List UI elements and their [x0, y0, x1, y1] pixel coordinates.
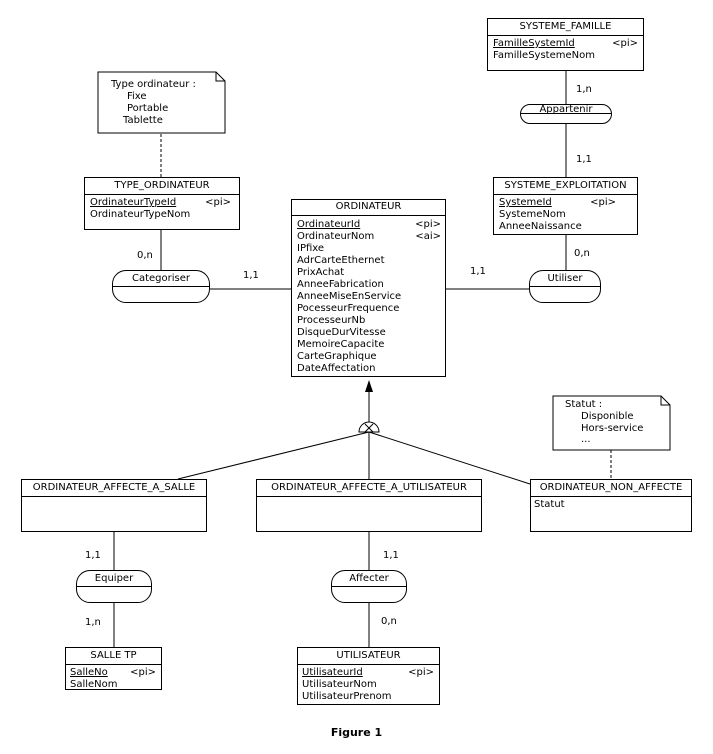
attribute: AnneeFabrication	[297, 279, 384, 290]
relation-label: Equiper	[77, 571, 151, 587]
attribute: AdrCarteEthernet	[297, 255, 385, 266]
entity-title: UTILISATEUR	[298, 648, 439, 665]
inheritance-link-salle	[177, 431, 370, 480]
attribute-primary-key: OrdinateurId	[297, 219, 361, 230]
cardinality-label: 1,n	[576, 84, 592, 95]
figure-caption: Figure 1	[330, 726, 383, 739]
cardinality-label: 1,1	[243, 270, 259, 281]
entity-ordinateur[interactable]: ORDINATEUR OrdinateurId <pi> OrdinateurNo…	[291, 199, 446, 377]
cardinality-label: 1,n	[85, 617, 101, 628]
note-type-shape	[97, 71, 226, 134]
relation-label: Categoriser	[113, 271, 209, 287]
primary-key-tag: <pi>	[205, 197, 231, 208]
note-line: Type ordinateur :	[111, 79, 196, 90]
cardinality-label: 0,n	[574, 248, 590, 259]
entity-ordinateur-affecte-a-utilisateur[interactable]: ORDINATEUR_AFFECTE_A_UTILISATEUR	[256, 479, 482, 532]
entity-type-ordinateur[interactable]: TYPE_ORDINATEUR OrdinateurTypeId <pi> Ord…	[84, 177, 240, 230]
attribute: SalleNom	[70, 679, 118, 690]
note-statut: Statut : Disponible Hors-service ...	[553, 396, 670, 450]
note-statut-shape	[552, 395, 671, 451]
attribute: SystemeNom	[499, 209, 566, 220]
attribute: DateAffectation	[297, 363, 376, 374]
attribute: Statut	[534, 499, 565, 510]
relation-categoriser[interactable]: Categoriser	[112, 270, 210, 303]
entity-title: TYPE_ORDINATEUR	[85, 178, 239, 195]
attribute: PocesseurFrequence	[297, 303, 400, 314]
entity-systeme-famille[interactable]: SYSTEME_FAMILLE FamilleSystemId <pi> Fami…	[487, 18, 644, 71]
inheritance-link-non-affecte	[368, 431, 531, 485]
attribute: ProcesseurNb	[297, 315, 366, 326]
relation-affecter[interactable]: Affecter	[331, 570, 407, 603]
primary-key-tag: <pi>	[130, 667, 156, 678]
cardinality-label: 1,1	[85, 550, 101, 561]
cardinality-label: 0,n	[381, 616, 397, 627]
note-line: Portable	[127, 103, 169, 114]
attribute: IPfixe	[297, 243, 325, 254]
attribute: DisqueDurVitesse	[297, 327, 386, 338]
entity-title: SYSTEME_EXPLOITATION	[494, 178, 637, 195]
entity-title: SYSTEME_FAMILLE	[488, 19, 643, 36]
note-line: Tablette	[123, 115, 163, 126]
attribute-primary-key: UtilisateurId	[302, 667, 363, 678]
cardinality-label: 1,1	[576, 154, 592, 165]
attribute-primary-key: SystemeId	[499, 197, 552, 208]
attribute: AnneeMiseEnService	[297, 291, 402, 302]
note-type-ordinateur: Type ordinateur : Fixe Portable Tablette	[98, 72, 225, 133]
note-line: Fixe	[127, 91, 147, 102]
relation-label: Appartenir	[521, 105, 611, 115]
cardinality-label: 1,1	[470, 266, 486, 277]
entity-title: ORDINATEUR_AFFECTE_A_UTILISATEUR	[257, 480, 481, 497]
note-line: Hors-service	[581, 423, 644, 434]
entity-title: ORDINATEUR	[292, 200, 445, 216]
attribute: OrdinateurTypeNom	[90, 209, 191, 220]
inheritance-arrow-icon	[365, 380, 373, 392]
entity-salle-tp[interactable]: SALLE TP SalleNo <pi> SalleNom	[65, 647, 162, 690]
primary-key-tag: <pi>	[415, 219, 441, 230]
note-line: Disponible	[581, 411, 634, 422]
cardinality-label: 1,1	[383, 550, 399, 561]
relation-appartenir[interactable]: Appartenir	[520, 104, 612, 124]
entity-title: ORDINATEUR_NON_AFFECTE	[531, 480, 691, 497]
alternate-key-tag: <ai>	[415, 231, 441, 242]
relation-label: Utiliser	[530, 271, 600, 287]
attribute: FamilleSystemeNom	[493, 50, 595, 61]
inheritance-symbol-icon	[358, 421, 380, 433]
entity-ordinateur-non-affecte[interactable]: ORDINATEUR_NON_AFFECTE Statut	[530, 479, 692, 532]
entity-ordinateur-affecte-a-salle[interactable]: ORDINATEUR_AFFECTE_A_SALLE	[21, 479, 207, 532]
attribute-primary-key: SalleNo	[70, 667, 108, 678]
attribute-primary-key: OrdinateurTypeId	[90, 197, 177, 208]
attribute: PrixAchat	[297, 267, 345, 278]
primary-key-tag: <pi>	[590, 197, 616, 208]
attribute: UtilisateurNom	[302, 679, 377, 690]
entity-title: SALLE TP	[66, 648, 161, 665]
primary-key-tag: <pi>	[408, 667, 434, 678]
entity-utilisateur[interactable]: UTILISATEUR UtilisateurId <pi> Utilisateu…	[297, 647, 440, 705]
note-line: Statut :	[565, 399, 603, 410]
cardinality-label: 0,n	[137, 250, 153, 261]
attribute: UtilisateurPrenom	[302, 691, 392, 702]
primary-key-tag: <pi>	[612, 38, 638, 49]
relation-label: Affecter	[332, 571, 406, 587]
attribute: MemoireCapacite	[297, 339, 385, 350]
entity-systeme-exploitation[interactable]: SYSTEME_EXPLOITATION SystemeId <pi> Syste…	[493, 177, 638, 235]
attribute: AnneeNaissance	[499, 221, 582, 232]
attribute: OrdinateurNom	[297, 231, 375, 242]
attribute-primary-key: FamilleSystemId	[493, 38, 575, 49]
attribute: CarteGraphique	[297, 351, 377, 362]
relation-equiper[interactable]: Equiper	[76, 570, 152, 603]
relation-utiliser[interactable]: Utiliser	[529, 270, 601, 303]
note-line: ...	[581, 434, 591, 445]
entity-title: ORDINATEUR_AFFECTE_A_SALLE	[22, 480, 206, 497]
